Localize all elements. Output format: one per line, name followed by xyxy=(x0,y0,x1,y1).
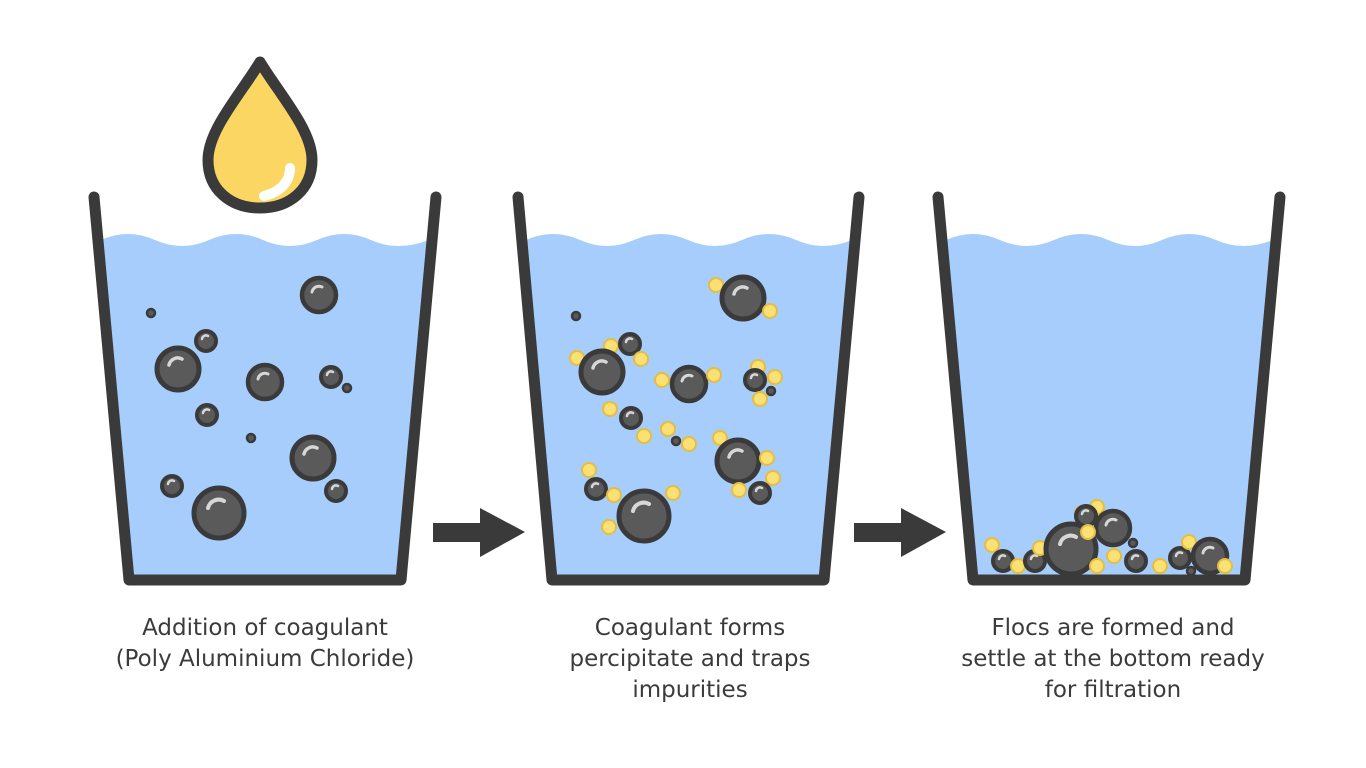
cup-1-outline xyxy=(88,191,442,586)
step-2-caption-line-3: impurities xyxy=(632,677,748,703)
step-2-caption-line-1: Coagulant forms xyxy=(594,615,786,641)
cup-3-outline xyxy=(932,191,1286,586)
step-3-caption-line-1: Flocs are formed and xyxy=(991,615,1235,641)
cup-2-outline xyxy=(512,191,865,586)
cup-1 xyxy=(88,56,442,586)
step-2-caption-line-2: percipitate and traps xyxy=(569,646,811,672)
step-2-caption: Coagulant forms percipitate and traps im… xyxy=(510,613,870,706)
cup-1-water xyxy=(101,234,429,578)
coagulant-drop-icon xyxy=(202,56,318,214)
step-1-caption-line-1: Addition of coagulant xyxy=(142,615,388,641)
cup-3-water xyxy=(946,234,1273,578)
cup-3 xyxy=(932,191,1286,586)
step-3-caption-line-3: for filtration xyxy=(1044,677,1182,703)
arrow-right-icon xyxy=(433,508,525,557)
cup-2 xyxy=(512,191,865,586)
step-1-caption: Addition of coagulant (Poly Aluminium Ch… xyxy=(85,613,445,675)
step-3-caption-line-2: settle at the bottom ready xyxy=(961,646,1265,672)
cup-2-water xyxy=(526,234,852,578)
step-3-caption: Flocs are formed and settle at the botto… xyxy=(933,613,1293,706)
arrow-right-icon xyxy=(854,508,946,557)
step-1-caption-line-2: (Poly Aluminium Chloride) xyxy=(115,646,415,672)
